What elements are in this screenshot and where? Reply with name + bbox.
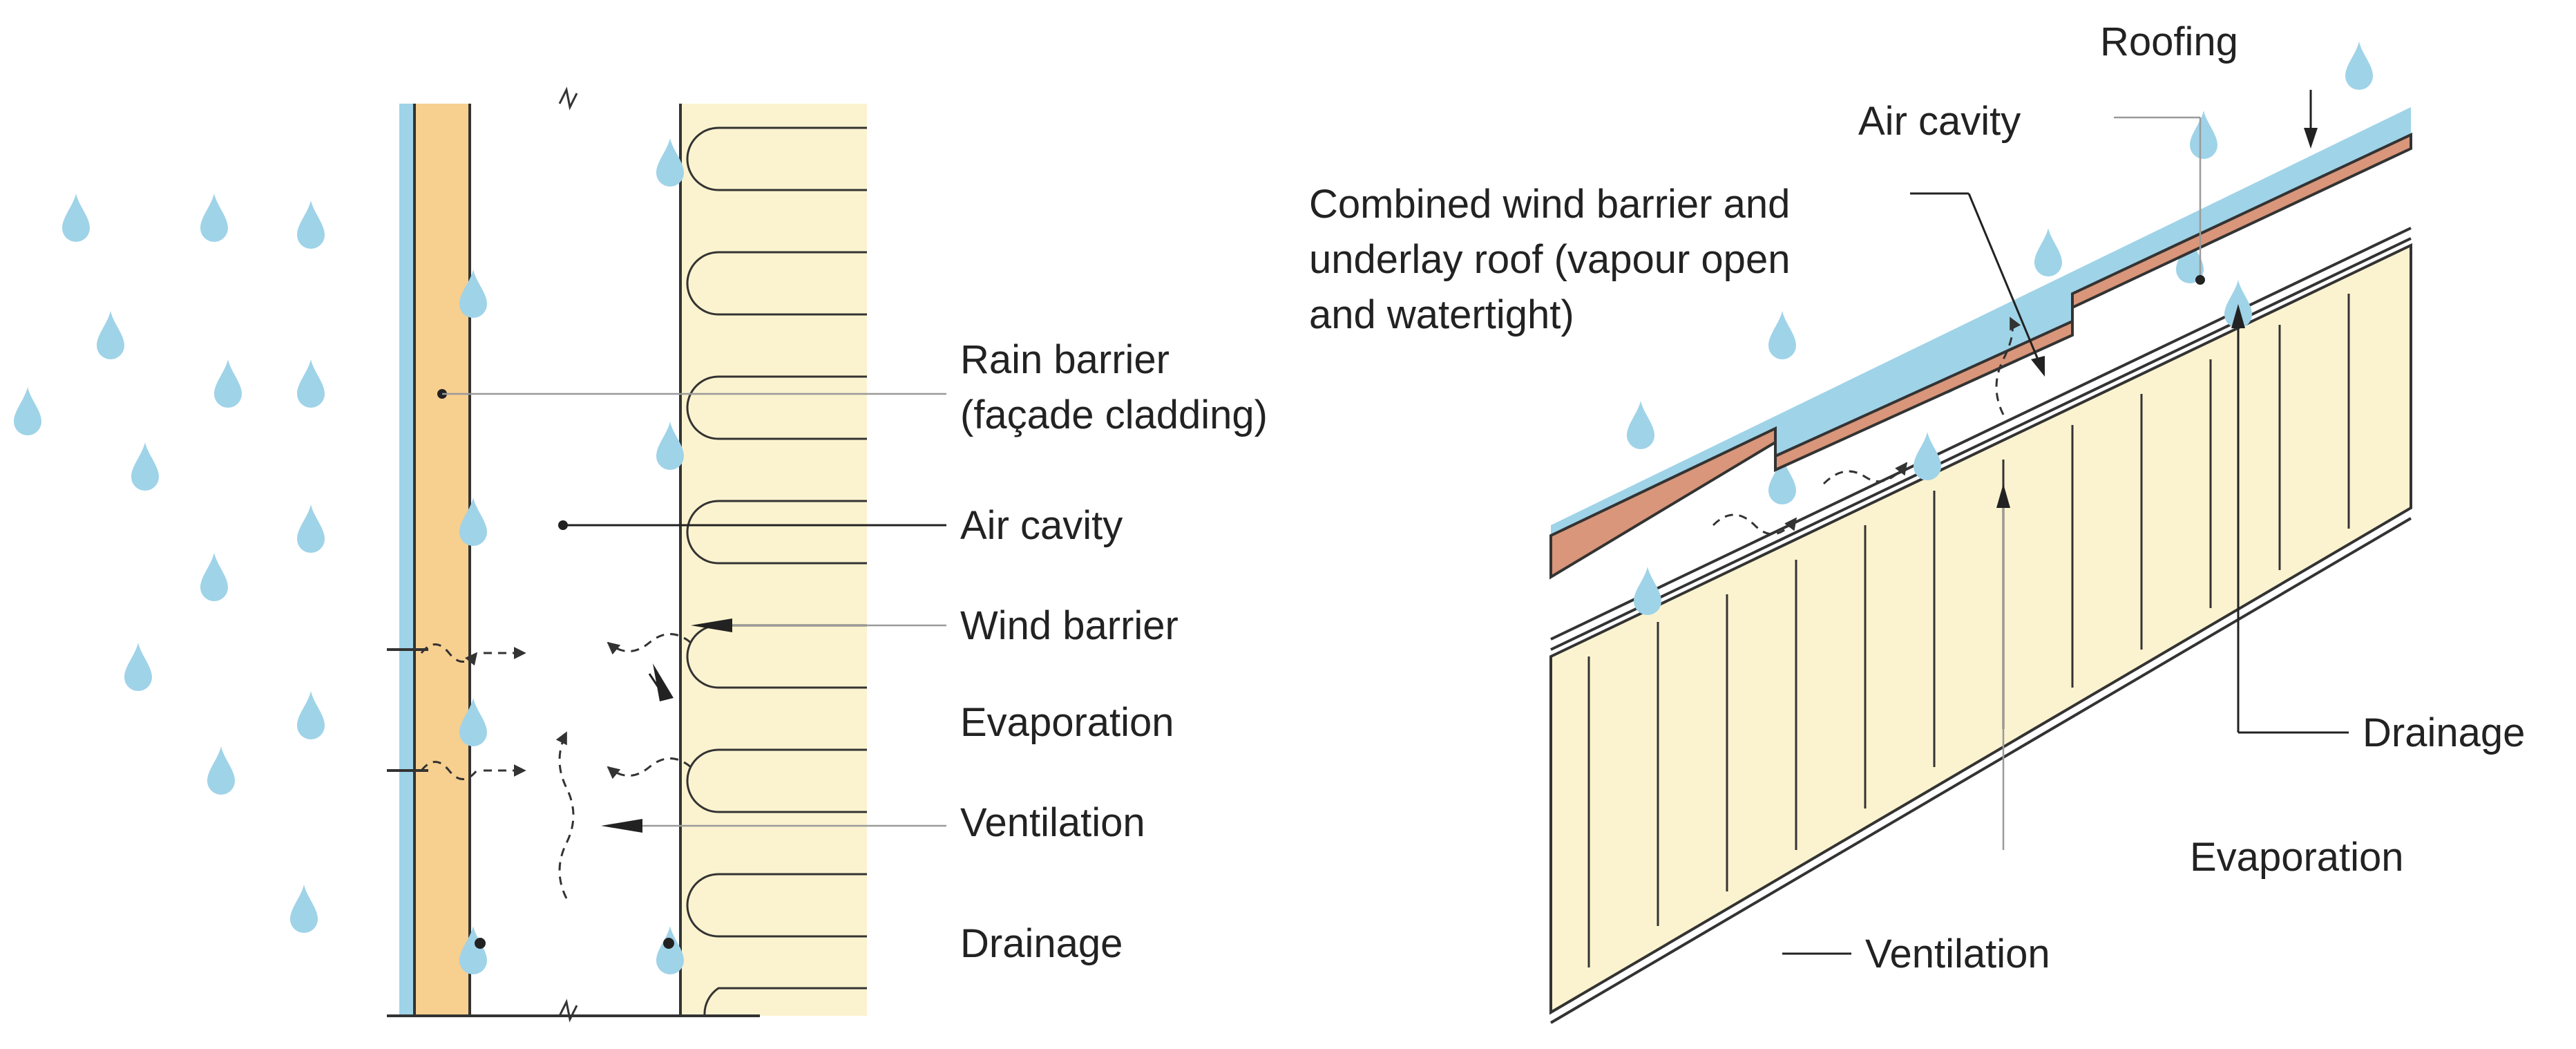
label-ventilation-roof: Ventilation	[1865, 932, 2050, 976]
roof-section: Roofing Air cavity Combined wind barrier…	[1309, 19, 2525, 1024]
label-drainage-wall: Drainage	[960, 921, 1123, 966]
label-air-cavity-wall: Air cavity	[960, 503, 1123, 548]
label-combined-line3: and watertight)	[1309, 292, 1574, 337]
label-rain-barrier: Rain barrier	[960, 337, 1170, 382]
label-drainage-roof: Drainage	[2363, 710, 2525, 755]
label-ventilation-wall: Ventilation	[960, 800, 1145, 845]
facade-cladding	[414, 104, 470, 1016]
water-film	[399, 104, 414, 1016]
label-evaporation-roof: Evaporation	[2190, 835, 2404, 880]
insulation-roof	[1549, 243, 2412, 1015]
label-air-cavity-roof: Air cavity	[1858, 99, 2021, 144]
wall-section: Rain barrier (façade cladding) Air cavit…	[14, 86, 1268, 1023]
label-facade-cladding: (façade cladding)	[960, 393, 1268, 437]
roofing	[1549, 132, 2412, 580]
roof-water-film	[1551, 107, 2411, 539]
insulation-wall	[680, 104, 867, 1016]
insulation-pattern-wall	[686, 126, 867, 1017]
label-combined-line2: underlay roof (vapour open	[1309, 237, 1790, 282]
label-wind-barrier: Wind barrier	[960, 603, 1179, 648]
label-evaporation-wall: Evaporation	[960, 700, 1174, 745]
label-combined-line1: Combined wind barrier and	[1309, 182, 1790, 227]
rain-drops-wall	[14, 193, 325, 933]
label-roofing: Roofing	[2100, 19, 2238, 64]
